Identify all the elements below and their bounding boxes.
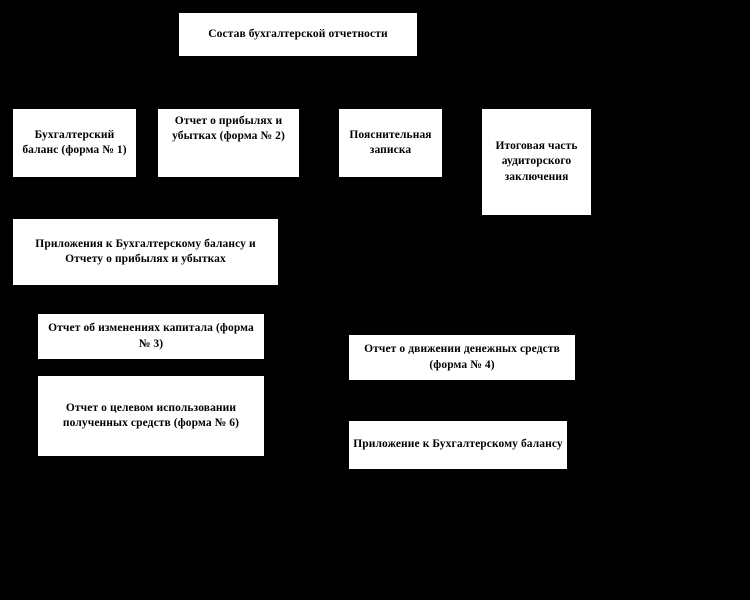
diagram-node-label: Отчет об изменениях капитала (форма № 3) [48, 322, 254, 350]
diagram-node-label: Итоговая часть аудиторского заключения [495, 140, 578, 183]
diagram-node-label: Приложение к Бухгалтерскому балансу [353, 438, 563, 451]
diagram-node-label: Отчет о прибылях и убытках (форма № 2) [172, 115, 285, 143]
diagram-node-balance-appendix: Приложение к Бухгалтерскому балансу [348, 420, 568, 470]
diagram-node-appendices: Приложения к Бухгалтерскому балансу и От… [12, 218, 279, 286]
diagram-node-profit-loss: Отчет о прибылях и убытках (форма № 2) [157, 108, 300, 178]
diagram-node-label: Приложения к Бухгалтерскому балансу и От… [35, 237, 256, 265]
diagram-node-audit-conclusion: Итоговая часть аудиторского заключения [481, 108, 592, 216]
diagram-node-balance: Бухгалтерский баланс (форма № 1) [12, 108, 137, 178]
diagram-node-targeted-funds: Отчет о целевом использовании полученных… [37, 375, 265, 457]
diagram-node-label: Состав бухгалтерской отчетности [208, 27, 388, 40]
diagram-node-label: Отчет о движении денежных средств (форма… [364, 343, 560, 371]
diagram-node-label: Пояснительная записка [349, 128, 432, 156]
diagram-node-explanatory-note: Пояснительная записка [338, 108, 443, 178]
diagram-node-label: Бухгалтерский баланс (форма № 1) [22, 128, 127, 156]
diagram-node-root: Состав бухгалтерской отчетности [178, 12, 418, 57]
diagram-node-label: Отчет о целевом использовании полученных… [62, 401, 240, 429]
diagram-node-capital-changes: Отчет об изменениях капитала (форма № 3) [37, 313, 265, 360]
diagram-node-cash-flow: Отчет о движении денежных средств (форма… [348, 334, 576, 381]
